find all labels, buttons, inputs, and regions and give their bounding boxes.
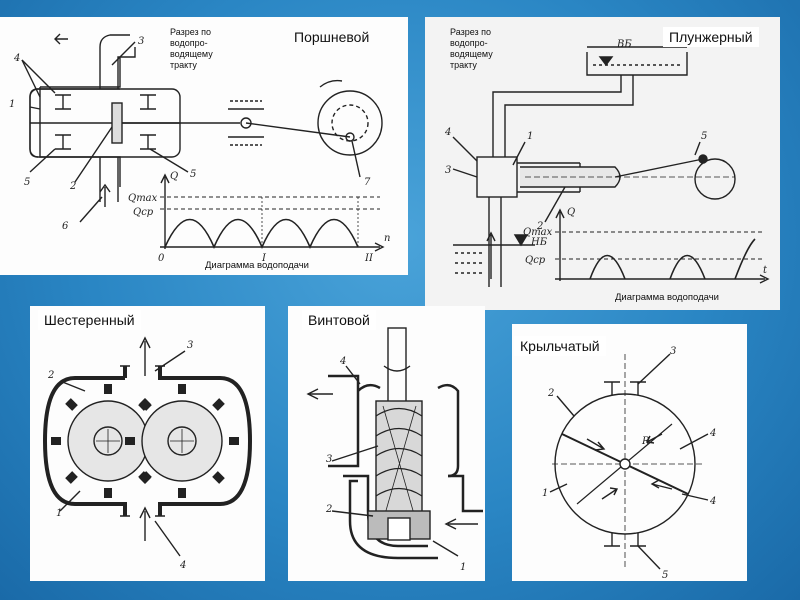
plunger-pump-panel: 1 2 3 4 5 ВБ НБ Q Qmax Qср t Разрез по в… [425,17,780,310]
plunger-level-lower: НБ [530,237,548,248]
piston-label-7: 7 [364,177,371,188]
plunger-label-4: 4 [444,127,451,138]
screw-label-2: 2 [325,504,332,515]
plunger-axis-qcp: Qср [525,255,546,266]
piston-pump-panel: 1 2 3 4 5 5 6 7 Q Qmax Qср n 0 I II Разр… [0,17,408,275]
piston-axis-n: n [384,233,390,244]
plunger-pump-diagram: 1 2 3 4 5 ВБ НБ Q Qmax Qср t [444,39,770,287]
plunger-axis-q: Q [567,207,575,218]
piston-label-2: 2 [69,181,76,192]
plunger-axis-qmax: Qmax [523,227,553,238]
gear-title: Шестеренный [38,310,141,330]
plunger-label-5: 5 [701,131,707,142]
screw-pump-panel: 1 2 3 4 Винтовой [288,306,485,581]
plunger-label-1: 1 [527,131,533,142]
plunger-label-2: 2 [536,221,543,232]
piston-axis-two: II [364,253,374,264]
vane-label-5: 5 [662,570,668,581]
gear-label-3: 3 [187,340,193,351]
screw-label-4: 4 [339,356,346,367]
piston-axis-qmax: Qmax [128,193,158,204]
piston-caption: Диаграмма водоподачи [205,260,309,271]
plunger-axis-t: t [763,265,768,276]
vane-label-1: 1 [542,488,548,499]
piston-title: Поршневой [294,29,370,45]
plunger-level-upper: ВБ [616,39,632,50]
plunger-section-note: Разрез по водопро-водящему тракту [450,27,493,70]
vane-pump-diagram: 1 2 3 4 4 5 R [542,346,716,581]
gear-label-1: 1 [56,508,62,519]
vane-pump-panel: 1 2 3 4 4 5 R Крыльчатый [512,324,747,581]
gear-pump-diagram: 1 2 3 4 [42,336,253,571]
piston-label-5b: 5 [190,169,196,180]
piston-axis-zero: 0 [158,253,165,264]
piston-axis-one: I [261,253,267,264]
screw-pump-diagram: 1 2 3 4 [306,327,483,573]
vane-label-4a: 4 [709,428,716,439]
piston-label-1: 1 [9,99,15,110]
piston-axis-qcp: Qср [133,207,154,218]
vane-title: Крыльчатый [514,336,606,356]
piston-label-3: 3 [138,36,144,47]
left-gear [51,384,165,498]
screw-label-3: 3 [326,454,332,465]
piston-label-5a: 5 [24,177,30,188]
plunger-title: Плунжерный [663,27,759,47]
piston-label-6: 6 [62,221,69,232]
vane-radius-label: R [641,436,650,447]
screw-title: Винтовой [302,310,376,330]
vane-label-4b: 4 [709,496,716,507]
vane-label-2: 2 [547,388,554,399]
gear-label-2: 2 [47,370,54,381]
gear-label-4: 4 [179,560,186,571]
right-gear [125,384,239,498]
screw-label-1: 1 [460,562,466,573]
gear-pump-panel: 1 2 3 4 Шестеренный [30,306,265,581]
vane-label-3: 3 [670,346,676,357]
piston-pump-diagram: 1 2 3 4 5 5 6 7 Q Qmax Qср n 0 I II [9,33,390,264]
piston-section-note: Разрез по водопро-водящему тракту [170,27,213,70]
plunger-label-3: 3 [445,165,451,176]
piston-axis-q: Q [170,171,178,182]
plunger-caption: Диаграмма водоподачи [615,292,719,303]
piston-label-4: 4 [13,53,20,64]
